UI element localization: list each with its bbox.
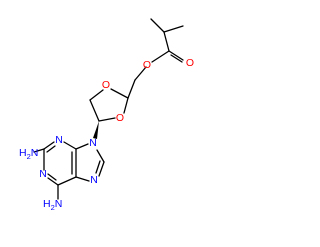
bond-n7-c5 <box>75 176 90 182</box>
atom-n1: N <box>39 168 47 180</box>
amino-h: H <box>43 198 51 210</box>
amino-group-c6: H2N <box>43 198 62 212</box>
bond-n3-c2-b <box>46 145 56 153</box>
isobutyrate-bonds <box>127 18 184 99</box>
bond-ch2-c2 <box>127 79 136 99</box>
atom-o-ring-bottom: O <box>116 112 124 124</box>
bond-carbonyl-double-b <box>170 54 183 63</box>
amino-group-c2: H2N <box>19 147 38 161</box>
atom-n9: N <box>89 137 97 149</box>
amino-subscript: 2 <box>51 203 55 212</box>
amino-n: N <box>31 147 39 159</box>
bond-n9-c8 <box>96 149 105 163</box>
bond-oester-ch2 <box>134 66 147 81</box>
bond-o-bottom-c2 <box>123 97 129 114</box>
atom-n3: N <box>55 134 63 146</box>
bond-ch2-c4 <box>89 99 100 122</box>
bond-n1-c6-a <box>47 177 59 186</box>
amino-subscript: 2 <box>27 152 31 161</box>
bond-n9-c4a <box>75 143 89 150</box>
bond-carbonyl-double-a <box>168 50 184 61</box>
atom-o-ester: O <box>143 59 151 71</box>
bond-c6-c5 <box>57 176 77 186</box>
bond-c2-o-top <box>110 88 129 99</box>
atom-o-carbonyl: O <box>186 57 194 69</box>
bond-c8-n7-b <box>95 160 101 174</box>
bond-methyl-2 <box>163 25 184 33</box>
bond-c2-nh2 <box>33 148 45 153</box>
wedge-bond-c4-n9 <box>93 121 99 139</box>
amino-n: N <box>55 198 63 210</box>
nitrogen-labels: N N N N H2N H2N <box>19 134 98 212</box>
bond-o-top-ch2 <box>89 89 104 101</box>
molecule-drawing: O O O O N N N N H2N H2N <box>19 18 194 212</box>
bond-c4-o-bottom <box>98 117 116 122</box>
oxygen-labels: O O O O <box>102 57 194 124</box>
bond-ch-carbonyl <box>163 31 170 52</box>
atom-n7: N <box>90 174 98 186</box>
structure-diagram: O O O O N N N N H2N H2N <box>19 18 194 212</box>
bond-n1-c6-b <box>47 173 57 181</box>
atom-o-ring-top: O <box>102 79 110 91</box>
bond-carbonyl-oester <box>151 50 170 63</box>
amino-h: H <box>19 147 27 159</box>
dioxolane-bonds <box>89 88 129 139</box>
bond-n3-c2-a <box>43 141 55 150</box>
purine-bonds <box>33 141 105 200</box>
bond-c4a-n3 <box>63 141 77 150</box>
bond-methyl-1 <box>150 18 165 33</box>
bond-c8-n7-a <box>98 161 105 177</box>
